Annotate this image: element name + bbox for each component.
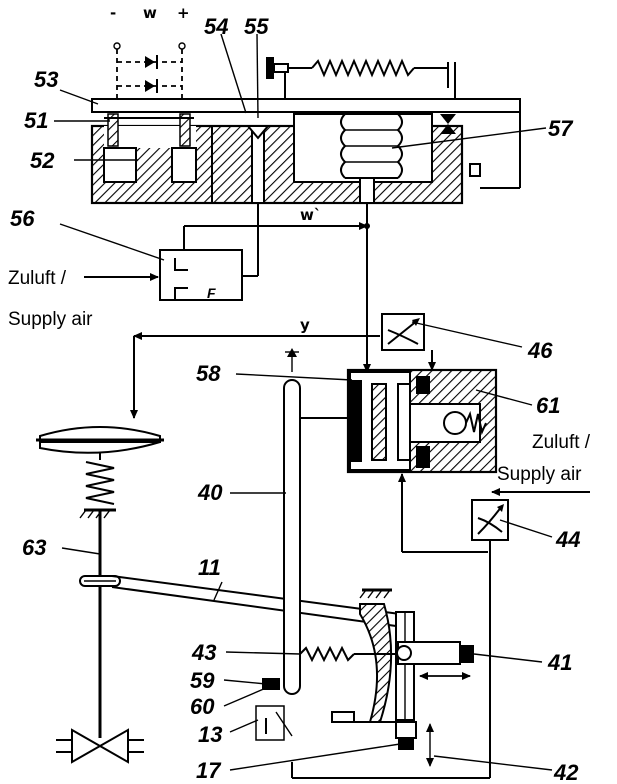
label-46: 46 (527, 338, 553, 363)
label-58: 58 (196, 361, 221, 386)
signal-w-prime: w` (300, 206, 321, 224)
spring-assembly (266, 57, 456, 100)
label-51: 51 (24, 108, 48, 133)
supply-air-left-line2: Supply air (8, 309, 93, 330)
label-41: 41 (547, 650, 572, 675)
terminal-plus: + (177, 4, 190, 22)
supply-air-left-line1: Zuluft / (8, 268, 67, 289)
label-53: 53 (34, 67, 58, 92)
nozzle-body (90, 113, 481, 205)
label-63: 63 (22, 535, 46, 560)
valve-icon (56, 728, 144, 764)
signal-y: y (300, 316, 310, 334)
supply-air-right-line1: Zuluft / (532, 432, 591, 453)
label-43: 43 (191, 640, 216, 665)
bellows-icon (340, 113, 403, 179)
label-11: 11 (198, 555, 221, 580)
label-61: 61 (536, 393, 560, 418)
label-60: 60 (190, 694, 215, 719)
part-numbers: 54 55 53 51 52 57 56 46 58 61 40 44 63 1… (10, 14, 580, 784)
label-55: 55 (244, 14, 269, 39)
restrictor-46 (381, 313, 425, 351)
label-52: 52 (30, 148, 55, 173)
terminal-minus: - (110, 4, 116, 22)
input-terminals: - w + (110, 4, 190, 113)
label-56: 56 (10, 206, 35, 231)
lever-rod-40 (262, 348, 301, 695)
pressure-reducer-box: F (159, 249, 243, 301)
diode-icon (145, 55, 158, 93)
feedback-lever (79, 575, 401, 627)
flapper-beam (91, 98, 521, 113)
label-59: 59 (190, 668, 215, 693)
label-57: 57 (548, 116, 574, 141)
terminal-w: w (143, 4, 157, 22)
label-44: 44 (555, 527, 580, 552)
restrictor-44 (471, 499, 509, 541)
signal-f: F (207, 285, 216, 301)
pneumatic-relay (346, 368, 498, 474)
label-40: 40 (197, 480, 223, 505)
label-42: 42 (553, 760, 579, 784)
leader-lines (54, 33, 553, 771)
label-54: 54 (204, 14, 228, 39)
label-17: 17 (196, 758, 222, 783)
diaphragm-actuator (36, 426, 164, 738)
cam-assembly (255, 588, 474, 767)
label-13: 13 (198, 722, 222, 747)
supply-air-right-line2: Supply air (497, 464, 582, 485)
